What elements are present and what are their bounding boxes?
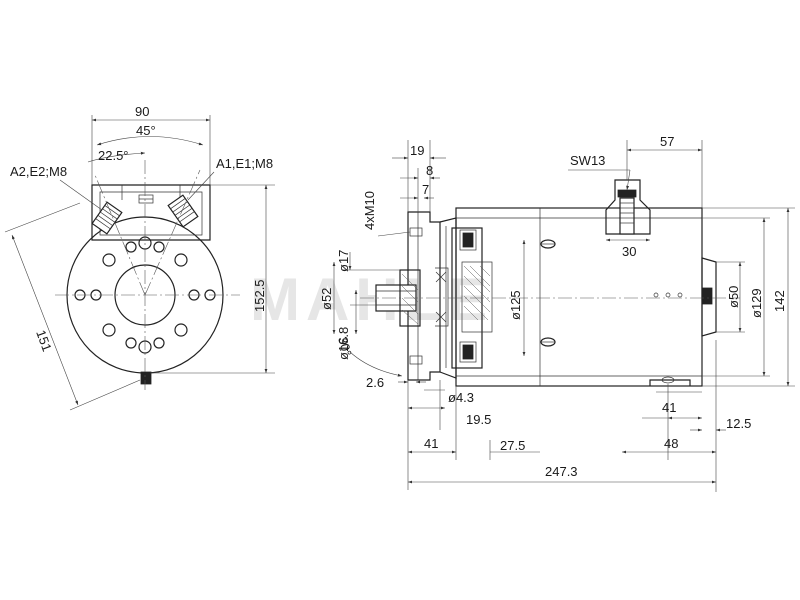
dim-41-left: 41: [424, 436, 438, 451]
dim-30deg: 30°: [335, 335, 355, 358]
dim-phi50: ø50: [726, 286, 741, 308]
terminal-bolt-right: [167, 194, 199, 228]
dim-7: 7: [422, 182, 429, 197]
dim-57: 57: [660, 134, 674, 149]
terminal-box: [91, 184, 211, 241]
dim-30: 30: [622, 244, 636, 259]
rear-nut: [701, 287, 713, 305]
watermark: MAHLE: [250, 266, 493, 333]
dim-phi52: ø52: [319, 288, 334, 310]
drain-plug: [140, 371, 152, 385]
side-view: 19 8 7 4xM10 ø17 ø52 ø16.8 30° ø125 2.6: [319, 134, 795, 492]
dim-2-6: 2.6: [366, 375, 384, 390]
dim-phi17: ø17: [336, 250, 351, 272]
dim-41-right: 41: [662, 400, 676, 415]
dim-142: 142: [772, 290, 787, 312]
dim-151: 151: [33, 328, 55, 354]
dim-90: 90: [135, 104, 149, 119]
body-screws: [540, 239, 556, 347]
dim-19-5: 19.5: [466, 412, 491, 427]
front-view: 90 45° 22.5° A2,E2;M8 A1,E1;M8 152.5 151: [4, 104, 275, 411]
dim-phi129: ø129: [749, 288, 764, 318]
terminal-bolt-left: [91, 201, 123, 235]
dim-45deg: 45°: [136, 123, 156, 138]
dim-247-3: 247.3: [545, 464, 578, 479]
dim-phi125: ø125: [508, 290, 523, 320]
terminal-label-left: A2,E2;M8: [10, 164, 67, 179]
dim-19: 19: [410, 143, 424, 158]
dim-4xM10: 4xM10: [362, 191, 377, 230]
foot: [649, 379, 691, 386]
terminal-label-right: A1,E1;M8: [216, 156, 273, 171]
dim-27-5: 27.5: [500, 438, 525, 453]
dim-12-5: 12.5: [726, 416, 751, 431]
top-terminal: [605, 179, 651, 235]
dim-8: 8: [426, 163, 433, 178]
vent-dots: [653, 292, 683, 298]
dim-152-5: 152.5: [252, 279, 267, 312]
dim-48: 48: [664, 436, 678, 451]
dim-sw13: SW13: [570, 153, 605, 168]
dim-22-5deg: 22.5°: [98, 148, 129, 163]
dim-phi4-3: ø4.3: [448, 390, 474, 405]
dim-phi16-8: ø16.8: [336, 327, 351, 360]
